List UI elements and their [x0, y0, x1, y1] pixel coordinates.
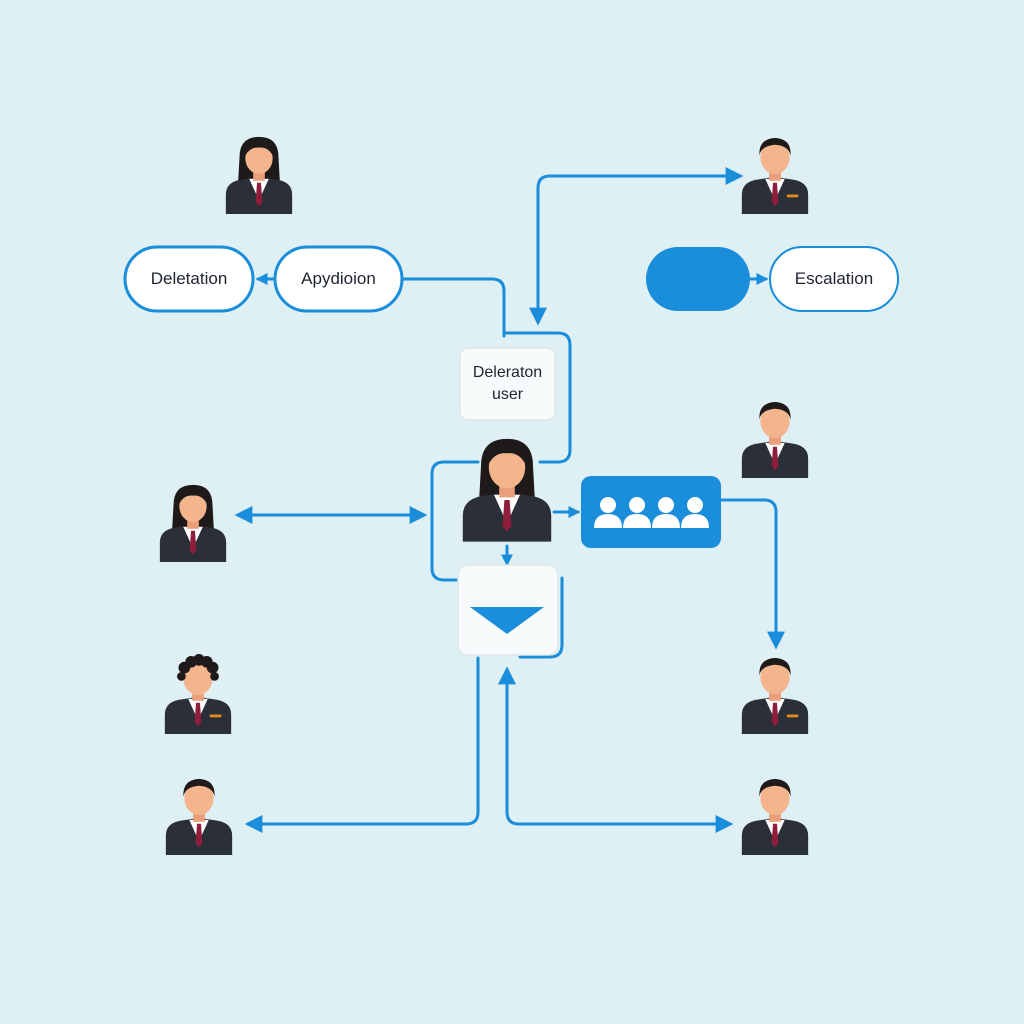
- escalation-pill[interactable]: [769, 246, 899, 312]
- application-pill[interactable]: [273, 245, 404, 313]
- inbox-bracket: [518, 576, 564, 659]
- person-avatar-icon[interactable]: [165, 778, 233, 855]
- people-group-icon: [594, 497, 709, 528]
- group-box[interactable]: [581, 476, 721, 548]
- delegation-user-card[interactable]: [459, 347, 556, 421]
- person-avatar-icon[interactable]: [741, 401, 809, 478]
- arrow-group-to-right-person: [720, 498, 785, 650]
- delegation-pill[interactable]: [123, 245, 255, 313]
- person-avatar-icon[interactable]: [225, 136, 293, 214]
- person-avatar-icon[interactable]: [741, 778, 809, 855]
- loop-central-left: [430, 460, 480, 582]
- arrow-inbox-to-bottom-left: [244, 656, 480, 833]
- person-avatar-icon[interactable]: [159, 484, 227, 562]
- person-avatar-icon[interactable]: [462, 438, 552, 542]
- person-avatar-icon[interactable]: [742, 138, 808, 214]
- connectors: [234, 167, 785, 833]
- person-avatar-icon[interactable]: [742, 658, 808, 734]
- inbox-tray[interactable]: [457, 564, 559, 656]
- person-avatar-icon[interactable]: [164, 654, 232, 734]
- loop-user-box: [504, 331, 572, 464]
- escalation-filled-pill[interactable]: [646, 247, 750, 311]
- arrow-to-top-right-person: [536, 167, 744, 322]
- arrow-application-to-user: [400, 277, 506, 338]
- inbox-tray-icon: [470, 607, 544, 634]
- arrow-bottom-right-to-inbox: [498, 666, 734, 833]
